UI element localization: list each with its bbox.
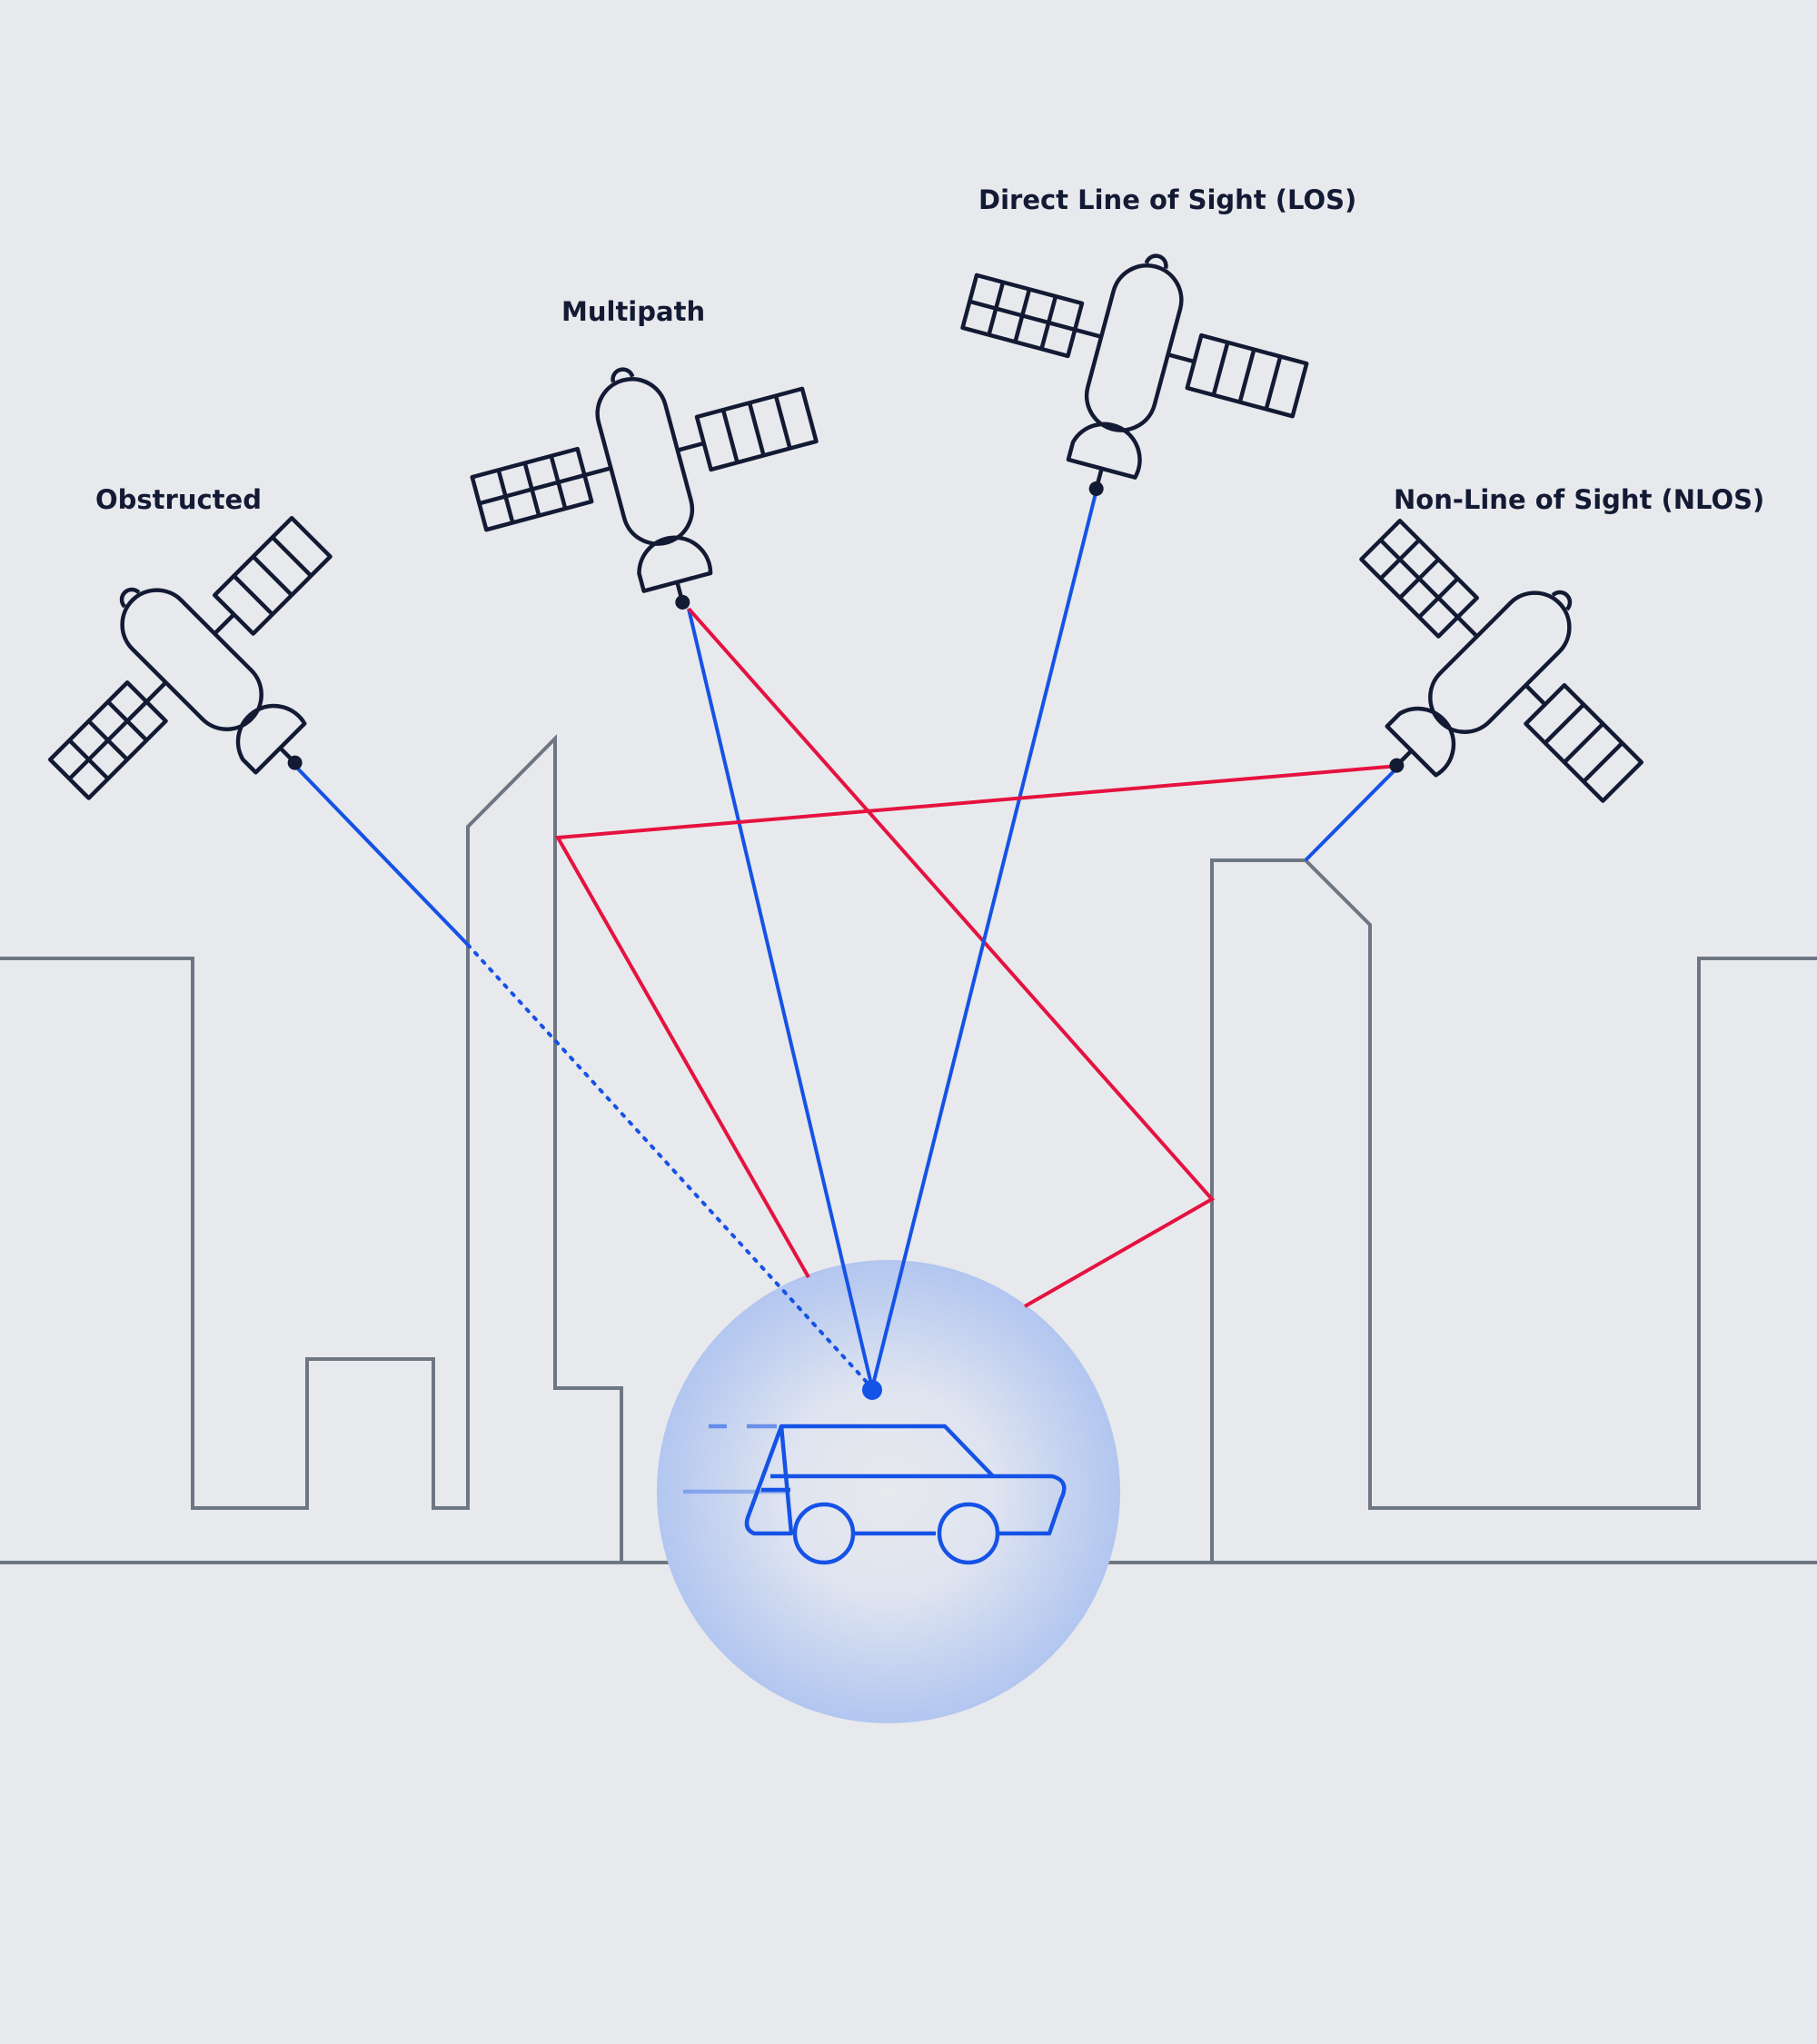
satellite-icon xyxy=(1271,474,1688,891)
obstructed-signal xyxy=(289,759,470,947)
los-signal xyxy=(870,485,1099,1389)
car-icon xyxy=(683,1424,1067,1565)
building-right xyxy=(1210,858,1817,1563)
obstructed-signal-blocked xyxy=(466,943,874,1390)
nlos-reflected-signal xyxy=(554,764,1400,1278)
receiver-point xyxy=(862,1380,882,1400)
satellite-icon xyxy=(455,325,849,653)
satellite-icon xyxy=(4,471,421,888)
satellite-icon xyxy=(929,212,1324,540)
label-nlos: Non-Line of Sight (NLOS) xyxy=(1394,484,1764,515)
multipath-direct-signal xyxy=(687,608,874,1389)
signal-paths xyxy=(289,485,1401,1400)
building-left xyxy=(0,734,623,1563)
receiver-glow xyxy=(657,1260,1120,1723)
label-los: Direct Line of Sight (LOS) xyxy=(978,184,1356,215)
nlos-direct-signal xyxy=(1304,764,1401,862)
label-obstructed: Obstructed xyxy=(95,484,262,515)
label-multipath: Multipath xyxy=(561,296,705,327)
multipath-reflected-signal xyxy=(687,607,1216,1308)
